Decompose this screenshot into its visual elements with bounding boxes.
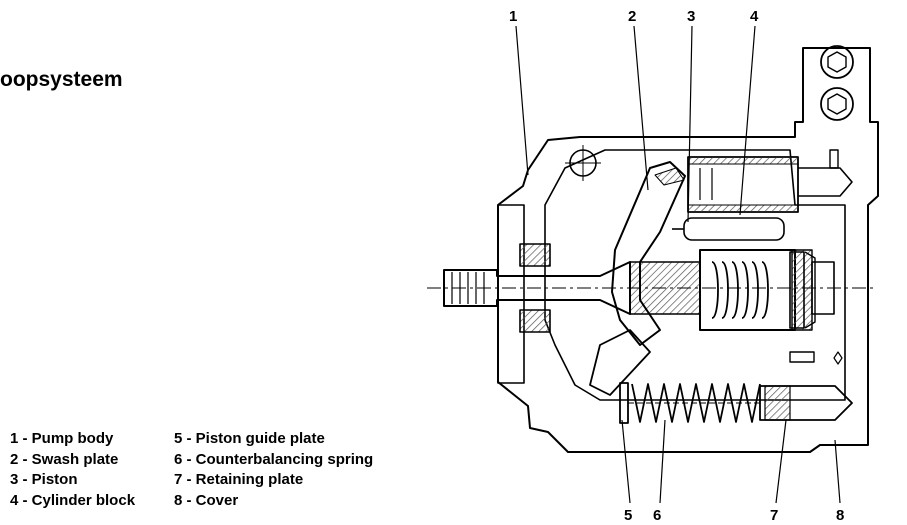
legend-item-piston-guide-plate: 5 - Piston guide plate <box>174 430 325 447</box>
callout-6: 6 <box>653 507 661 524</box>
piston <box>683 217 785 241</box>
legend-item-pump-body: 1 - Pump body <box>10 430 114 447</box>
callout-1: 1 <box>509 8 517 25</box>
leader-lines <box>515 25 841 504</box>
top-nut-1 <box>820 45 854 79</box>
spring-guide-plate <box>619 382 629 424</box>
legend-item-retaining-plate: 7 - Retaining plate <box>174 471 304 488</box>
legend-item-cover: 8 - Cover <box>174 491 239 509</box>
callout-2: 2 <box>628 8 636 25</box>
legend-item-piston: 3 - Piston <box>10 471 78 488</box>
legend-column-right: 5 - Piston guide plate 6 - Counterbalanc… <box>174 429 373 511</box>
legend-item-cylinder-block: 4 - Cylinder block <box>10 491 136 509</box>
top-nut-2 <box>820 87 854 121</box>
callout-4: 4 <box>750 8 759 25</box>
legend-item-swash-plate: 2 - Swash plate <box>10 450 119 468</box>
pump-body-outline <box>497 47 879 453</box>
inner-spring <box>711 261 769 319</box>
front-bearing-bottom <box>519 309 551 333</box>
mounting-flange <box>497 204 525 384</box>
legend-item-counterbalancing-spring: 6 - Counterbalancing spring <box>174 450 374 468</box>
page-title: oopsysteem <box>0 68 123 91</box>
swash-plate <box>611 161 686 346</box>
callout-3: 3 <box>687 8 695 25</box>
drive-shaft <box>443 261 631 315</box>
inner-cavity <box>544 149 846 401</box>
spring-plunger <box>759 385 853 421</box>
callout-5: 5 <box>624 507 632 524</box>
callout-8: 8 <box>836 507 844 524</box>
front-bearing-top <box>519 243 551 267</box>
retaining-plate <box>789 251 805 329</box>
callout-7: 7 <box>770 507 778 524</box>
legend-column-left: 1 - Pump body 2 - Swash plate 3 - Piston… <box>10 429 135 511</box>
counterbalancing-spring <box>631 383 761 423</box>
